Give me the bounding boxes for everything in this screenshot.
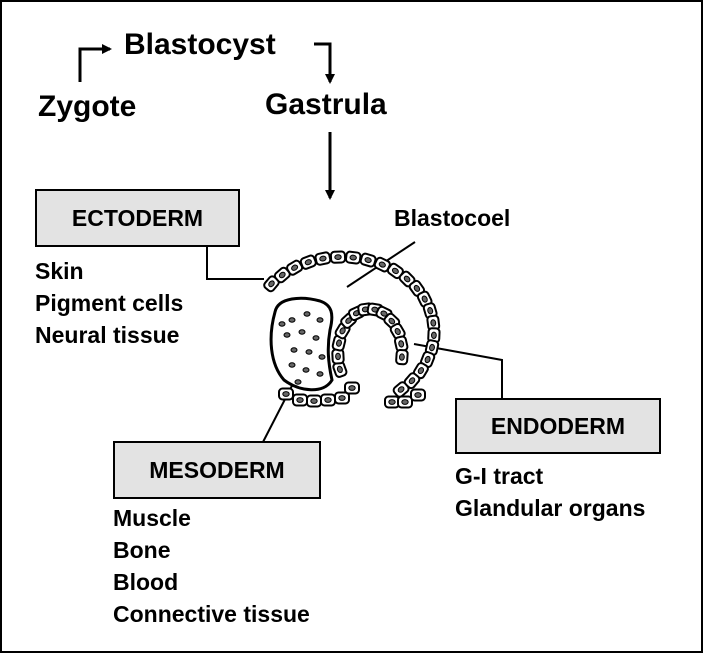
mesoderm-cell-mass <box>269 296 334 392</box>
embryo-cell-layer <box>263 250 441 409</box>
ectoderm-leader-line <box>206 247 264 280</box>
mesoderm-item-bone: Bone <box>113 537 171 563</box>
mesoderm-cell-dot <box>302 367 310 373</box>
mesoderm-cell-dot <box>303 311 311 317</box>
mesoderm-cell-dot <box>312 335 320 341</box>
mesoderm-cell-dot <box>316 371 324 377</box>
mesoderm-cell-dot <box>298 329 306 335</box>
mesoderm-cell-dot <box>283 332 291 338</box>
endoderm-item-glandular-organs: Glandular organs <box>455 495 646 521</box>
embryo-cell <box>306 394 322 408</box>
mesoderm-cell-dot <box>278 321 286 327</box>
embryo-cell <box>286 259 304 276</box>
mesoderm-dots <box>278 311 326 385</box>
embryo-cell <box>329 250 347 264</box>
arrow-zygote-to-blastocyst <box>78 44 112 82</box>
mesoderm-cell-dot <box>288 317 296 323</box>
embryo-cell <box>403 372 421 390</box>
ectoderm-item-pigment-cells: Pigment cells <box>35 290 184 316</box>
embryo-cell <box>386 262 404 280</box>
ectoderm-item-neural-tissue: Neural tissue <box>35 322 180 348</box>
embryo-cell <box>419 351 436 368</box>
embryo-cell <box>299 254 317 270</box>
embryo-cell <box>331 348 345 365</box>
embryo-cell <box>398 270 416 288</box>
embryo-cell <box>314 251 332 266</box>
mesoderm-item-blood: Blood <box>113 569 179 595</box>
embryo-cell <box>384 395 400 409</box>
gastrula-label: Gastrula <box>265 88 387 121</box>
embryo-cell <box>373 256 391 273</box>
mesoderm-item-muscle: Muscle <box>113 505 191 531</box>
embryo-cell <box>292 393 308 407</box>
blastocoel-label: Blastocoel <box>394 205 511 231</box>
endoderm-box: ENDODERM <box>455 398 661 454</box>
embryo-cell <box>332 360 348 378</box>
endoderm-item-gi-tract: G-I tract <box>455 463 544 489</box>
embryo-cell <box>344 381 360 395</box>
ectoderm-box: ECTODERM <box>35 189 240 247</box>
blastocyst-label: Blastocyst <box>124 28 276 61</box>
mesoderm-cell-dot <box>318 354 326 360</box>
embryo-cell <box>395 348 409 366</box>
mesoderm-cell-dot <box>316 317 324 323</box>
mesoderm-box: MESODERM <box>113 441 321 499</box>
embryo-cell <box>392 381 410 398</box>
embryo-cell <box>320 393 336 407</box>
embryo-cell <box>278 387 294 401</box>
embryo-cell <box>334 391 350 405</box>
ectoderm-item-skin: Skin <box>35 258 84 284</box>
mesoderm-cell-dot <box>288 362 296 368</box>
arrow-blastocyst-to-gastrula <box>314 42 335 84</box>
mesoderm-cell-dot <box>290 347 298 353</box>
embryo-cell <box>344 250 362 265</box>
mesoderm-cell-dot <box>305 349 313 355</box>
endoderm-leader-line <box>413 343 503 398</box>
embryo-cell <box>393 335 409 353</box>
embryo-cell <box>389 322 406 341</box>
embryo-cell <box>410 388 426 402</box>
zygote-label: Zygote <box>38 90 137 123</box>
mesoderm-cell-dot <box>294 379 302 385</box>
embryo-cell <box>397 395 413 409</box>
mesoderm-item-connective-tissue: Connective tissue <box>113 601 310 627</box>
